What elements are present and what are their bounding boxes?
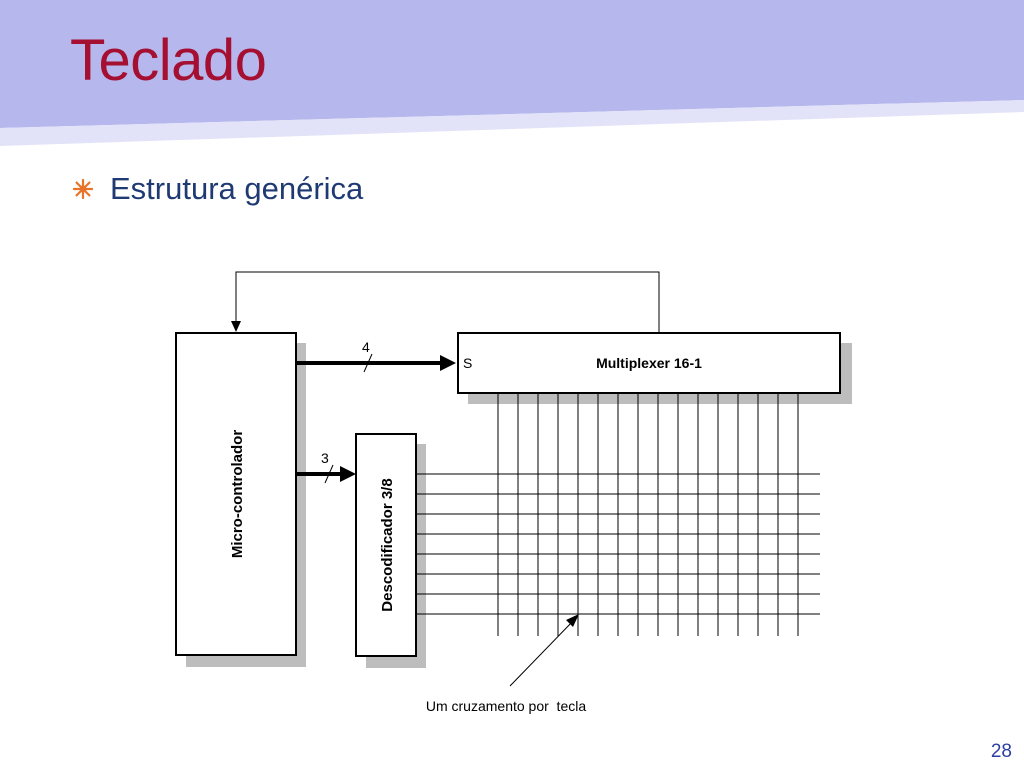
bullet-text: Estrutura genérica: [110, 171, 364, 206]
slide-title: Teclado: [70, 28, 267, 93]
microcontroller-block: [175, 332, 297, 656]
bus-width-label-decoder: 3: [321, 450, 329, 466]
bus-to-multiplexer-arrowhead: [440, 355, 456, 371]
crossing-pointer-line: [509, 619, 575, 687]
bus-width-tick-decoder: [324, 464, 334, 484]
crossing-pointer-arrowhead: [566, 614, 579, 627]
microcontroller-label: Micro-controlador: [229, 430, 246, 558]
multiplexer-label: Multiplexer 16-1: [596, 355, 702, 371]
feedback-arrowhead: [231, 321, 241, 332]
bus-to-decoder-arrowhead: [340, 466, 356, 482]
crossing-note: Um cruzamento por tecla: [426, 698, 586, 714]
mux-output-feedback-line: [235, 271, 660, 333]
header-band: [0, 0, 1024, 146]
decoder-block: [355, 433, 417, 657]
decoder-label: Descodificador 3/8: [379, 478, 396, 611]
multiplexer-block: [457, 332, 841, 394]
sunburst-bullet-icon: [72, 178, 94, 200]
page-number: 28: [990, 741, 1012, 762]
bus-width-label-mux: 4: [362, 339, 370, 355]
mux-select-label: S: [463, 355, 472, 371]
bus-width-tick-mux: [363, 353, 373, 373]
decoder-row-lines: [417, 473, 820, 615]
